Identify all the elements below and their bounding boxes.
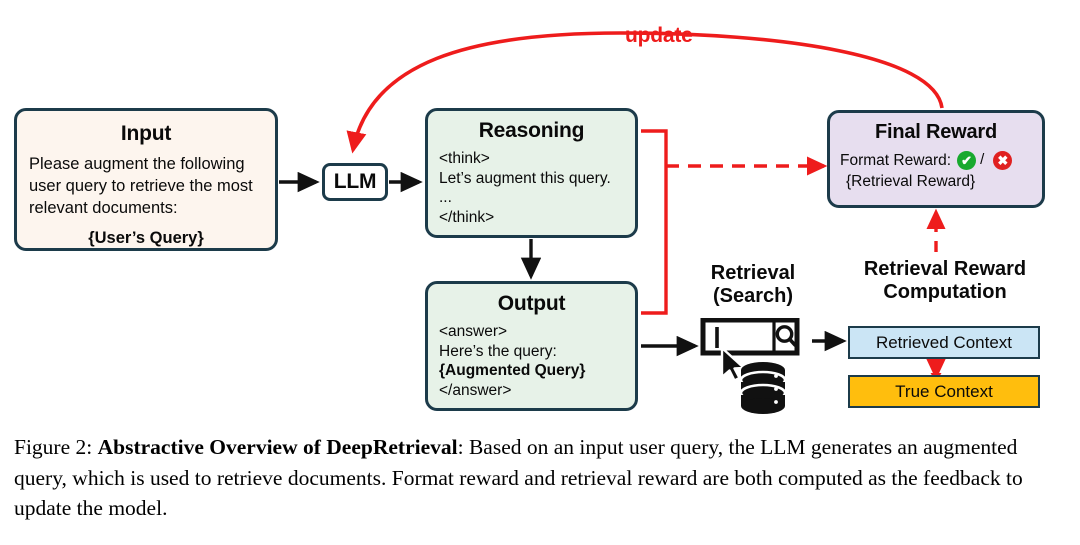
magnifier-icon	[775, 325, 797, 347]
retrieval-title: Retrieval (Search)	[680, 262, 826, 307]
retrieval-title-line-1: Retrieval	[710, 262, 796, 284]
caption-prefix: Figure 2:	[14, 435, 98, 459]
caption-bold-title: Abstractive Overview of DeepRetrieval	[97, 435, 458, 459]
cross-circle-icon: ✖	[993, 151, 1013, 170]
reasoning-node: Reasoning <think> Let’s augment this que…	[425, 108, 638, 238]
rrc-title-line-2: Computation	[883, 281, 1007, 303]
search-database-icon-group	[700, 317, 806, 414]
check-circle-icon: ✔	[957, 151, 977, 170]
reasoning-line-4: </think>	[439, 209, 495, 227]
format-reward-row: Format Reward: ✔ / ✖	[840, 151, 1032, 170]
final-reward-title: Final Reward	[874, 121, 998, 143]
llm-label: LLM	[333, 170, 377, 193]
reward-separator: /	[980, 151, 985, 169]
input-body: Please augment the following user query …	[29, 155, 253, 218]
red-bracket-reasoning-output	[641, 129, 668, 315]
figure-caption: Figure 2: Abstractive Overview of DeepRe…	[14, 432, 1066, 524]
output-line-1: <answer>	[439, 323, 508, 340]
retrieval-title-line-2: (Search)	[712, 284, 794, 307]
retrieval-reward-slot: {Retrieval Reward}	[846, 173, 976, 190]
output-node: Output <answer> Here’s the query: {Augme…	[425, 281, 638, 411]
reasoning-line-3: ...	[439, 189, 452, 207]
final-reward-node: Final Reward Format Reward: ✔ / ✖ {Retri…	[827, 110, 1045, 208]
output-line-2: Here’s the query:	[439, 342, 557, 360]
reasoning-line-2: Let’s augment this query.	[439, 169, 611, 187]
caption-rest: : Based on an input user query, the LLM …	[14, 435, 1023, 521]
format-reward-label: Format Reward:	[840, 151, 952, 169]
rrc-title-line-1: Retrieval Reward	[863, 258, 1027, 280]
reasoning-line-1: <think>	[439, 150, 490, 167]
update-label: update	[625, 24, 693, 47]
retrieval-reward-computation-title: Retrieval Reward Computation	[845, 258, 1045, 304]
output-line-4: </answer>	[439, 382, 512, 400]
output-augmented-query-slot: {Augmented Query}	[439, 362, 586, 380]
retrieved-context-box: Retrieved Context	[848, 326, 1040, 359]
true-context-box: True Context	[848, 375, 1040, 408]
input-query-slot: {User’s Query}	[88, 229, 204, 248]
database-icon	[739, 362, 787, 414]
llm-node: LLM	[322, 163, 388, 201]
output-title: Output	[497, 292, 566, 315]
input-title: Input	[120, 122, 172, 145]
input-node: Input Please augment the following user …	[14, 108, 278, 251]
reasoning-title: Reasoning	[478, 119, 585, 142]
figure-diagram: update Input Please augment the followin…	[14, 24, 1045, 414]
